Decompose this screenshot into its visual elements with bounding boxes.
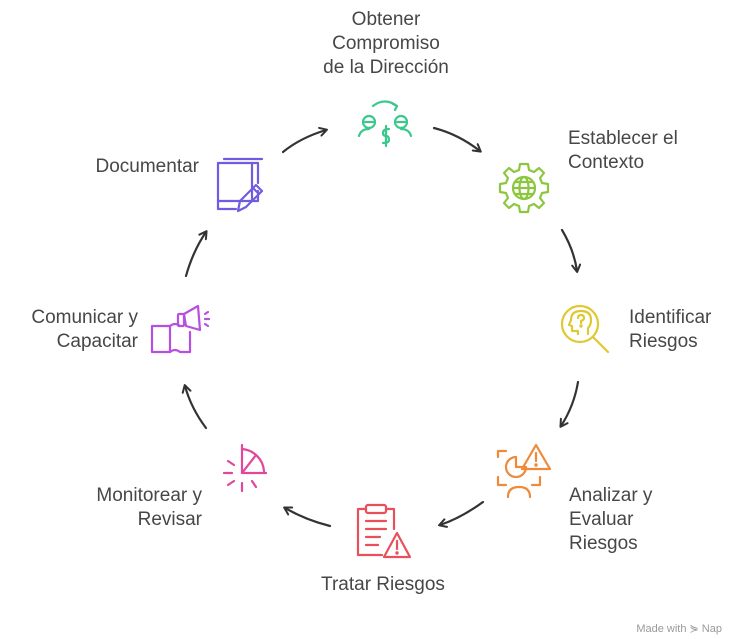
book-megaphone-icon (150, 304, 210, 354)
arrow-documentar-to-obtener (281, 126, 328, 154)
head-magnifier-icon (560, 304, 610, 354)
label-analizar-evaluar: Analizar y Evaluar Riesgos (569, 485, 653, 554)
document-warning-icon (356, 503, 412, 559)
people-exchange-icon (357, 100, 413, 148)
label-comunicar-capacitar: Comunicar y Capacitar (31, 307, 138, 352)
notebook-pencil-icon (216, 157, 264, 213)
globe-gear-icon (498, 162, 550, 214)
label-establecer-contexto: Establecer el Contexto (568, 128, 678, 173)
gauge-icon (222, 443, 268, 493)
label-identificar-riesgos: Identificar Riesgos (629, 307, 712, 352)
label-tratar-riesgos: Tratar Riesgos (321, 574, 445, 595)
arrow-establecer-to-identificar (560, 228, 582, 273)
arrow-obtener-to-establecer (432, 126, 482, 153)
made-with-footer: Made with ⋟ Nap (636, 623, 722, 635)
label-documentar: Documentar (95, 156, 200, 177)
arrow-monitorear-to-comunicar (181, 384, 208, 430)
arrow-tratar-to-monitorear (283, 506, 332, 528)
label-monitorear-revisar: Monitorear y Revisar (96, 485, 202, 530)
arrow-analizar-to-tratar (438, 500, 485, 528)
label-obtener-compromiso: Obtener Compromiso de la Dirección (323, 9, 449, 78)
arrow-identificar-to-analizar (559, 380, 580, 428)
chart-warning-icon (496, 443, 552, 499)
arrow-comunicar-to-documentar (184, 230, 208, 278)
